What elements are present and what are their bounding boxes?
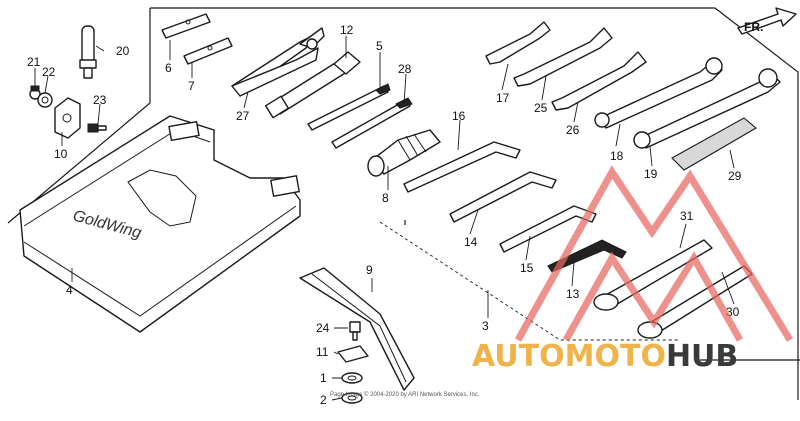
part-6-plate [161, 13, 211, 39]
part-8-screwdriver-handle [367, 129, 441, 177]
callout-2: 2 [320, 393, 327, 407]
watermark-hub: HUB [666, 339, 738, 374]
part-25-wrench [513, 27, 613, 87]
part-22-nut [37, 92, 53, 108]
callout-15: 15 [520, 261, 534, 275]
left-frame [7, 8, 151, 224]
callout-1: 1 [320, 371, 327, 385]
part-19-ring-wrench [633, 68, 781, 149]
callout-27: 27 [236, 109, 250, 123]
part-27-pliers [231, 27, 325, 97]
part-24-bolt [349, 321, 361, 341]
callout-21: 21 [27, 55, 41, 69]
callout-31: 31 [680, 209, 694, 223]
part-17-wrench [485, 21, 551, 65]
watermark-moto: MOTO [565, 339, 666, 374]
callout-29: 29 [728, 169, 742, 183]
callout-7: 7 [188, 79, 195, 93]
callout-6: 6 [165, 61, 172, 75]
callout-22: 22 [42, 65, 56, 79]
part-9-strap [299, 267, 415, 391]
callout-12: 12 [340, 23, 354, 37]
callout-24: 24 [316, 321, 330, 335]
part-18-ring-wrench [594, 57, 723, 129]
watermark-word-auto: AUTOMOTOHUB [472, 339, 738, 374]
callout-5: 5 [376, 39, 383, 53]
part-4-tool-case: GoldWing [19, 115, 301, 333]
callout-11: 11 [316, 345, 329, 359]
copyright-notice: Page Image © 2004-2020 by ARI Network Se… [330, 391, 480, 398]
part-26-wrench [551, 51, 647, 111]
callout-10: 10 [54, 147, 68, 161]
part-5-screwdriver-shaft [307, 83, 391, 131]
callout-13: 13 [566, 287, 580, 301]
callout-19: 19 [644, 167, 658, 181]
callout-20: 20 [116, 44, 130, 58]
callout-9: 9 [366, 263, 373, 277]
callout-3: 3 [482, 319, 489, 333]
right-frame [150, 7, 799, 400]
callout-26: 26 [566, 123, 580, 137]
part-11-plate [337, 345, 369, 363]
part-1-collar [341, 372, 363, 384]
part-14-hex-key [449, 171, 557, 223]
callout-18: 18 [610, 149, 624, 163]
callout-14: 14 [464, 235, 478, 249]
part-23-screw [87, 123, 107, 133]
watermark-inner-mountain-icon [562, 251, 744, 342]
part-7-plate [183, 37, 233, 65]
callout-17: 17 [496, 91, 510, 105]
callout-25: 25 [534, 101, 548, 115]
part-12-socket-driver [264, 51, 361, 119]
callout-23: 23 [93, 93, 107, 107]
watermark-mountain-icon [514, 165, 793, 342]
callout-28: 28 [398, 62, 412, 76]
watermark: AUTOMOTOHUB [472, 165, 793, 374]
part-10-bracket [54, 97, 81, 139]
part-16-hex-key [403, 141, 521, 193]
front-direction-arrow: FR. [737, 7, 797, 35]
callout-4: 4 [66, 283, 73, 297]
part-13-hex-key [547, 239, 627, 273]
part-15-hex-key [499, 205, 597, 253]
front-direction-label: FR. [744, 20, 763, 34]
kit-dash-line [379, 221, 680, 341]
callout-8: 8 [382, 191, 389, 205]
part-20-pin [79, 25, 97, 79]
part-7-hole [207, 45, 213, 51]
part-29-grip [671, 117, 757, 171]
part-6-hole [185, 19, 191, 25]
watermark-auto: AUTO [472, 339, 565, 374]
callout-16: 16 [452, 109, 466, 123]
